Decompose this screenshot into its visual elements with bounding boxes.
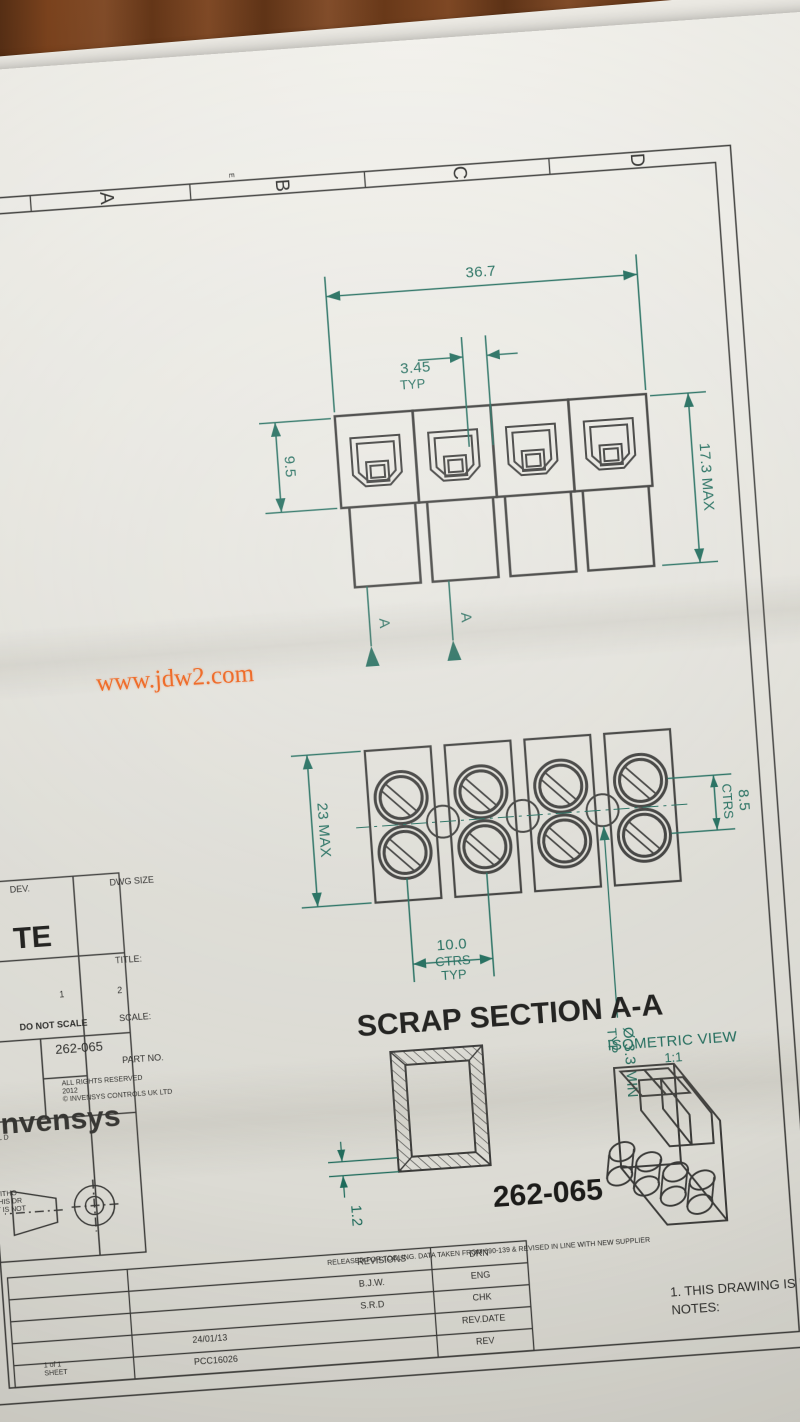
overall-height-dimension xyxy=(324,254,647,413)
scale-label: SCALE: xyxy=(119,1011,152,1023)
scale-numerator: 2 xyxy=(117,985,123,995)
row-centres-dimension-suffix: CTRS xyxy=(435,952,472,970)
notes-heading: NOTES: xyxy=(671,1299,720,1317)
screw-centres-dimension-suffix: CTRS xyxy=(719,783,737,820)
overall-length-dimension-label: 23 MAX xyxy=(313,802,334,858)
sheet-value: 1 of 1 xyxy=(44,1361,62,1369)
hole-diameter-dimension-suffix: TYP xyxy=(604,1028,621,1054)
title-label: TITLE: xyxy=(115,954,143,966)
zone-letter-E: E xyxy=(227,173,234,178)
do-not-scale-label: DO NOT SCALE xyxy=(19,1018,88,1033)
drawing-number: 262-065 xyxy=(492,1173,604,1214)
row-centres-dimension-suffix2: TYP xyxy=(441,966,467,983)
hole-diameter-dimension-label: Ø 3.3 MIN xyxy=(619,1026,641,1098)
overall-width-dimension xyxy=(649,391,719,567)
wall-thickness-dimension-label: 1.2 xyxy=(347,1204,366,1227)
note-item-1: 1. THIS DRAWING IS LINKED TO 3D PART FIL… xyxy=(670,1259,800,1300)
copyright-line-2: 2012 xyxy=(62,1087,78,1095)
pitch-dimension-suffix: TYP xyxy=(399,376,425,393)
body-depth-dimension xyxy=(259,417,338,515)
drawing-content: D C B A A E xyxy=(0,126,800,1422)
section-mark-A-top: A xyxy=(457,612,475,624)
rev-col-revdate: REV.DATE xyxy=(462,1312,506,1325)
body-depth-dimension-label: 9.5 xyxy=(280,455,299,478)
confidential-line-3: WITHO xyxy=(0,1190,18,1199)
dwg-size-label: DWG SIZE xyxy=(109,874,154,887)
overall-height-dimension-label: 36.7 xyxy=(465,262,497,281)
overall-width-dimension-label: 17.3 MAX xyxy=(696,442,718,511)
rev-value-eng: S.R.D xyxy=(360,1299,385,1311)
rev-value-drn: B.J.W. xyxy=(358,1277,385,1289)
front-elevation-view: 17.3 MAX 36.7 xyxy=(259,254,719,667)
rev-col-drn: DRN xyxy=(469,1247,489,1258)
isometric-view: ISOMETRIC VIEW 1:1 xyxy=(605,1028,738,1226)
pitch-dimension xyxy=(417,335,518,447)
part-no-value: 262-065 xyxy=(55,1039,104,1057)
title-block: invensys ® © INVENSYS CONTROLS UK LTD 20… xyxy=(0,872,173,1264)
sheet-label: SHEET xyxy=(44,1369,69,1378)
confidential-line-2: THIS DR xyxy=(0,1198,22,1207)
rev-value-rev: PCC16026 xyxy=(194,1354,239,1367)
hole-diameter-dimension xyxy=(599,826,619,1018)
revisions-label: REVISIONS xyxy=(357,1253,407,1266)
pitch-dimension-label: 3.45 xyxy=(400,358,432,377)
wall-thickness-dimension xyxy=(328,1141,399,1198)
company-logo: invensys xyxy=(0,1100,122,1142)
row-centres-dimension-label: 10.0 xyxy=(436,935,468,954)
section-mark-A-bottom: A xyxy=(375,618,393,630)
part-no-label: PART NO. xyxy=(122,1052,164,1065)
rev-col-chk: CHK xyxy=(472,1291,492,1302)
rev-col-rev: REV xyxy=(476,1335,495,1346)
section-arrows xyxy=(365,580,462,667)
screw-centres-dimension-label: 8.5 xyxy=(734,789,753,812)
isometric-view-scale: 1:1 xyxy=(664,1049,683,1065)
rev-col-eng: ENG xyxy=(470,1269,490,1280)
zone-letter-B: B xyxy=(271,178,293,192)
plan-view: 8.5 CTRS Ø 3.3 MIN TYP xyxy=(290,728,753,1098)
zone-letter-A: A xyxy=(95,191,117,205)
scale-denominator: 1 xyxy=(59,989,65,999)
zone-letter-C: C xyxy=(448,165,470,180)
dev-no-label: DEV. xyxy=(9,883,30,894)
rev-value-revdate: 24/01/13 xyxy=(192,1332,228,1344)
notes-block: NOTES: 1. THIS DRAWING IS LINKED TO 3D P… xyxy=(670,1259,800,1318)
confidential-line-1: IT IS NOT xyxy=(0,1205,27,1214)
zone-letter-D: D xyxy=(626,153,648,168)
revision-block: DRN ENG CHK REV.DATE REV REVISIONS B.J.W… xyxy=(6,1173,650,1389)
screw-centres-dimension xyxy=(667,773,736,835)
all-dims-label: ALL D xyxy=(0,1135,9,1143)
zone-letters: D C B A A xyxy=(95,153,648,206)
row-centres-dimension xyxy=(406,872,495,983)
overall-length-dimension xyxy=(290,750,372,909)
title-value: TE xyxy=(12,920,53,956)
